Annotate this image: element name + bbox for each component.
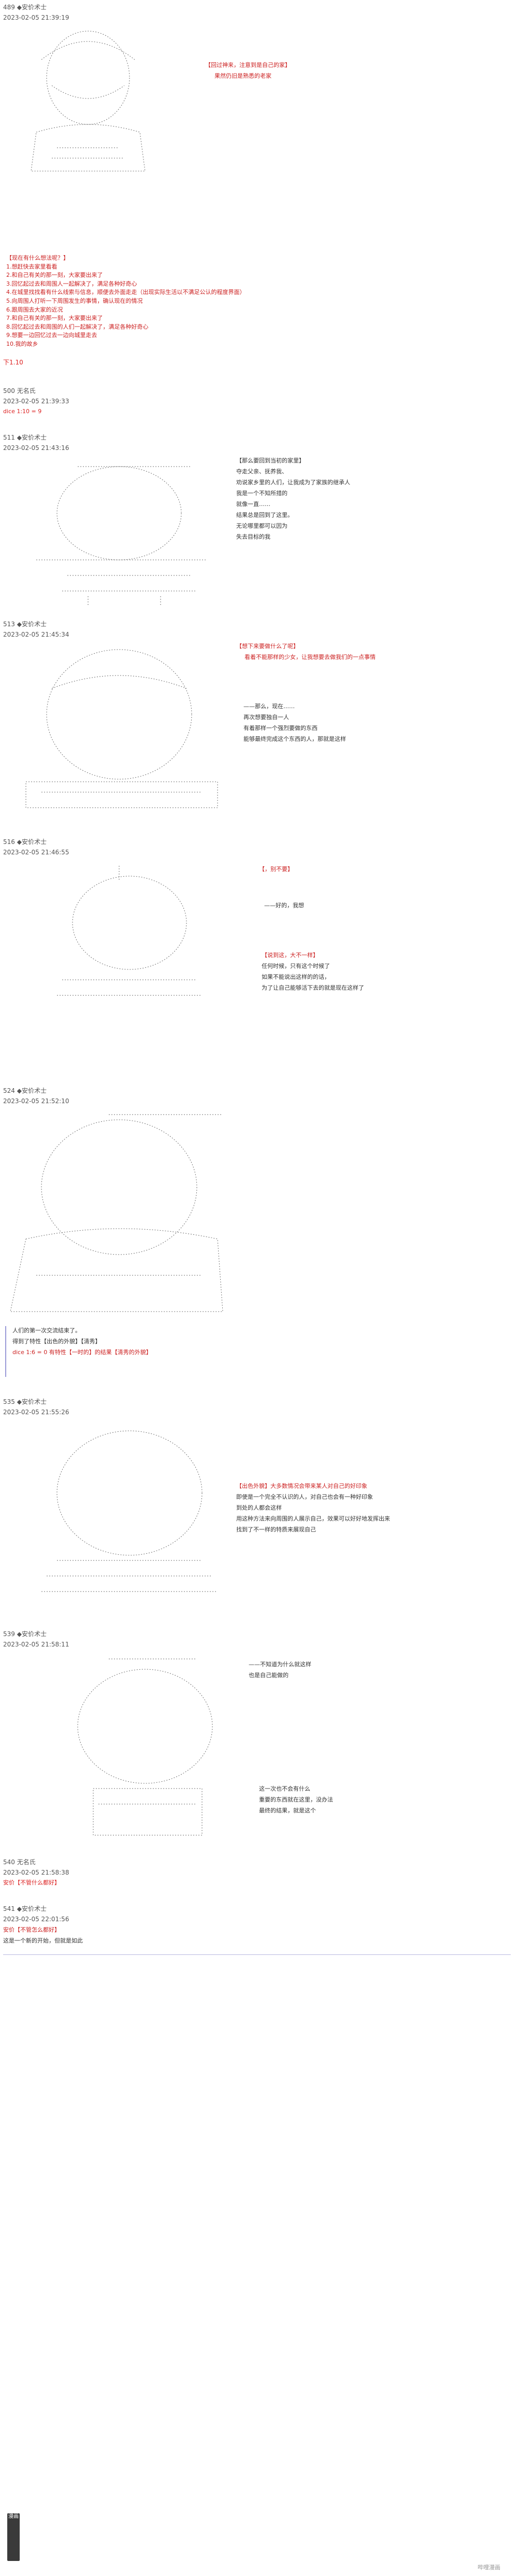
post-date: 2023-02-05 21:46:55 [3,849,69,856]
narration-box: 人们的第一次交流结束了。 得到了特性【出色的外貌】【清秀】 dice 1:6 =… [12,1327,152,1356]
narration-box: 【想下来要做什么了呢】 看着不能那样的少女，让我想要去做我们的一点事情 [236,643,376,660]
ascii-art-figure [77,1658,213,1836]
post-header: 535 ◆安价术士 [3,1398,47,1405]
narration-box: ——好的，我想 [264,902,304,909]
narration-box: ——不知道为什么就这样 也是自己能做的 [249,1661,311,1679]
post-date: 2023-02-05 21:55:26 [3,1409,69,1416]
narration-box: 【那么要回到当初的家里】 夺走父亲、抚养我、 劝说家乡里的人们，让我成为了家族的… [236,457,350,540]
choice-list: 【现在有什么想法呢？】 1.想赶快去家里看看 2.和自己有关的那一刻，大家要出来… [6,255,246,347]
dice-result: dice 1:10 = 9 [3,408,42,415]
post-header: 511 ◆安价术士 [3,434,47,441]
narration-box: 【出色外貌】大多数情况会带来某人对自己的好印象 即使是一个完全不认识的人，对自己… [236,1483,390,1533]
narration-box: 【，别不要】 [259,866,293,872]
post-text: 安价【不管什么都好】 [3,1879,60,1886]
post-header: 539 ◆安价术士 [3,1630,47,1638]
post-header: 500 无名氏 [3,387,36,395]
post-date: 2023-02-05 21:43:16 [3,444,69,452]
divider [5,1326,6,1377]
narration-box: 安价【不管怎么都好】 这是一个新的开始，但就是如此 [3,1926,83,1944]
narration-box: 【回过神来，注意到是自己的家】 果然仍旧是熟悉的老家 [205,62,291,79]
post-header: 540 无名氏 [3,1859,36,1866]
ascii-art-figure [10,1114,223,1312]
divider [3,1954,511,1955]
watermark-badge: 漫画 [7,2513,20,2561]
narration-box: ——那么，现在…… 再次想要独自一人 有着那样一个强烈要做的东西 能够最终完成这… [243,703,346,742]
post-date: 2023-02-05 21:52:10 [3,1097,69,1105]
post-date: 2023-02-05 21:58:38 [3,1869,69,1876]
post-header: 513 ◆安价术士 [3,621,47,628]
post-date: 2023-02-05 21:39:33 [3,398,69,405]
post-date: 2023-02-05 21:58:11 [3,1641,69,1648]
post-date: 2023-02-05 22:01:56 [3,1916,69,1923]
ascii-art-figure [25,649,218,808]
ascii-art-figure [57,866,202,996]
post-header: 489 ◆安价术士 [3,4,47,11]
anchor-label: 下1.10 [3,359,23,366]
post-header: 516 ◆安价术士 [3,838,47,846]
post-header: 524 ◆安价术士 [3,1087,47,1094]
ascii-art-figure [41,1430,218,1592]
ascii-art-figure [36,466,207,607]
post-date: 2023-02-05 21:39:19 [3,14,69,21]
post-header: 541 ◆安价术士 [3,1905,47,1912]
post-date: 2023-02-05 21:45:34 [3,631,69,638]
narration-box: 这一次也不会有什么 重要的东西就在这里，没办法 最终的结果，就是这个 [259,1785,333,1814]
ascii-art-figure [31,31,146,172]
narration-box: 【说到这，大不一样】 任何时候，只有这个时候了 如果不能说出这样的的话， 为了让… [262,952,364,991]
site-logo[interactable]: 哔哩漫画 [478,2564,500,2571]
